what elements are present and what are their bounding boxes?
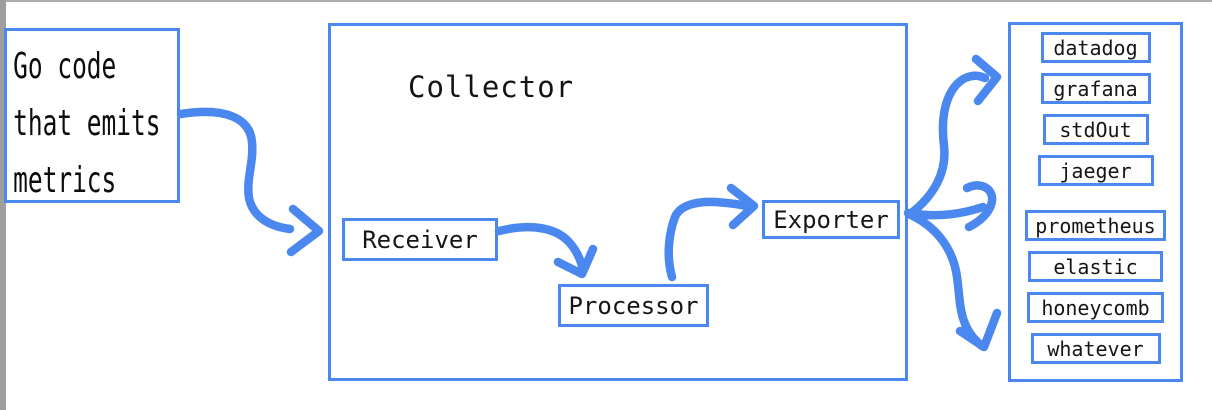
arrow-source-to-collector: [176, 107, 295, 234]
source-box: Go code that emits metrics: [4, 28, 180, 203]
processor-box: Processor: [558, 284, 709, 327]
sink-item-datadog: datadog: [1040, 32, 1151, 63]
arrow-collector-to-sinks-middle-head: [962, 181, 997, 232]
exporter-label: Exporter: [773, 205, 889, 234]
receiver-label: Receiver: [362, 225, 478, 254]
processor-label: Processor: [568, 291, 699, 320]
arrow-collector-to-sinks-bottom: [906, 210, 987, 351]
arrow-collector-to-sinks-top: [905, 71, 990, 219]
source-line: that emits: [13, 103, 161, 144]
source-line: Go code: [13, 46, 117, 87]
sink-item-whatever: whatever: [1030, 333, 1161, 364]
arrow-collector-to-sinks-top-head: [971, 54, 1002, 106]
arrow-collector-to-sinks-bottom-head: [955, 308, 1002, 352]
receiver-box: Receiver: [342, 218, 498, 261]
arrow-source-to-collector-head: [286, 204, 324, 257]
canvas-left-edge: [0, 0, 6, 410]
source-text: Go code that emits metrics: [7, 31, 161, 209]
sink-item-jaeger: jaeger: [1037, 155, 1154, 186]
source-line: metrics: [13, 160, 117, 201]
sinks-box: datadog grafana stdOut jaeger prometheus…: [1008, 22, 1183, 382]
sink-item-grafana: grafana: [1040, 73, 1151, 104]
sink-item-prometheus: prometheus: [1025, 210, 1166, 241]
canvas-top-edge: [0, 0, 1212, 2]
sink-item-elastic: elastic: [1028, 251, 1163, 282]
sink-item-stdout: stdOut: [1042, 114, 1149, 145]
arrow-collector-to-sinks-middle: [903, 202, 988, 220]
exporter-box: Exporter: [762, 200, 900, 239]
collector-label: Collector: [408, 70, 575, 104]
sink-item-honeycomb: honeycomb: [1027, 292, 1164, 323]
